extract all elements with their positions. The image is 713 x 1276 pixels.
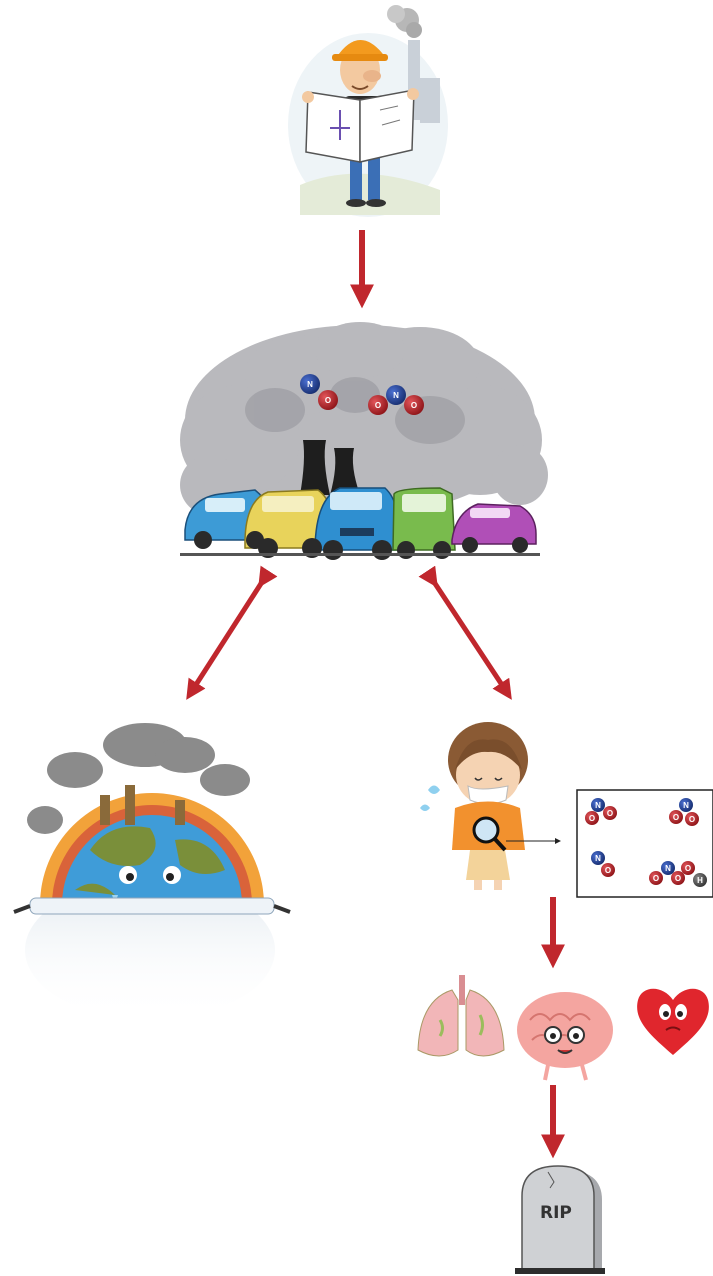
tombstone-illustration xyxy=(515,1165,605,1274)
atom-n xyxy=(679,798,693,812)
atom-label: N xyxy=(595,801,601,810)
atom-label: N xyxy=(393,391,399,400)
molecule: O N O xyxy=(368,385,424,415)
molecule: O ON xyxy=(585,798,617,825)
atom-o xyxy=(669,810,683,824)
atom-n xyxy=(591,798,605,812)
atom-label: O xyxy=(689,815,695,824)
atom-label: O xyxy=(375,401,381,410)
atom-o xyxy=(585,811,599,825)
person-illustration xyxy=(420,722,528,890)
atom-label: H xyxy=(697,876,703,885)
atom-label: O xyxy=(653,874,659,883)
molecule: ON xyxy=(300,374,338,410)
molecule: ON xyxy=(591,851,615,877)
brain-icon xyxy=(517,992,613,1081)
atom-o xyxy=(685,812,699,826)
atom-o xyxy=(671,871,685,885)
atom-label: O xyxy=(411,401,417,410)
chimney-right xyxy=(330,448,360,495)
magnifier-icon xyxy=(472,816,500,844)
chimney-left xyxy=(300,440,330,495)
atom-n xyxy=(591,851,605,865)
atom-o xyxy=(681,861,695,875)
arrow-pollution-person xyxy=(418,565,512,700)
pollution-illustration xyxy=(180,322,548,560)
tombstone-label: RIP xyxy=(540,1203,572,1223)
atom-label: O xyxy=(605,866,611,875)
atom-label: N xyxy=(683,801,689,810)
atom-label: O xyxy=(685,864,691,873)
organs-illustration xyxy=(417,975,709,1081)
atom-label: O xyxy=(673,813,679,822)
atom-o xyxy=(368,395,388,415)
atom-o xyxy=(603,806,617,820)
cars-row xyxy=(184,487,537,560)
smoke-cloud xyxy=(180,322,548,515)
arrow-pollution-earth xyxy=(186,565,278,700)
atom-n xyxy=(661,861,675,875)
atom-o xyxy=(318,390,338,410)
ground-line xyxy=(180,553,540,556)
engineer-illustration xyxy=(288,5,448,217)
atom-h xyxy=(693,873,707,887)
molecule: O ON xyxy=(669,798,699,826)
atom-label: O xyxy=(607,809,613,818)
heart-icon xyxy=(637,988,709,1055)
atom-n xyxy=(386,385,406,405)
earth-mask xyxy=(29,897,275,915)
atom-label: N xyxy=(307,380,313,389)
atom-o xyxy=(601,863,615,877)
atom-n xyxy=(300,374,320,394)
atom-label: O xyxy=(675,874,681,883)
arrows xyxy=(186,230,565,1159)
atom-label: N xyxy=(665,864,671,873)
atom-o xyxy=(404,395,424,415)
atom-label: N xyxy=(595,854,601,863)
earth-illustration xyxy=(13,723,291,1020)
lungs-icon xyxy=(417,975,505,1057)
atom-label: O xyxy=(325,396,331,405)
atom-label: O xyxy=(589,814,595,823)
atom-o xyxy=(649,871,663,885)
